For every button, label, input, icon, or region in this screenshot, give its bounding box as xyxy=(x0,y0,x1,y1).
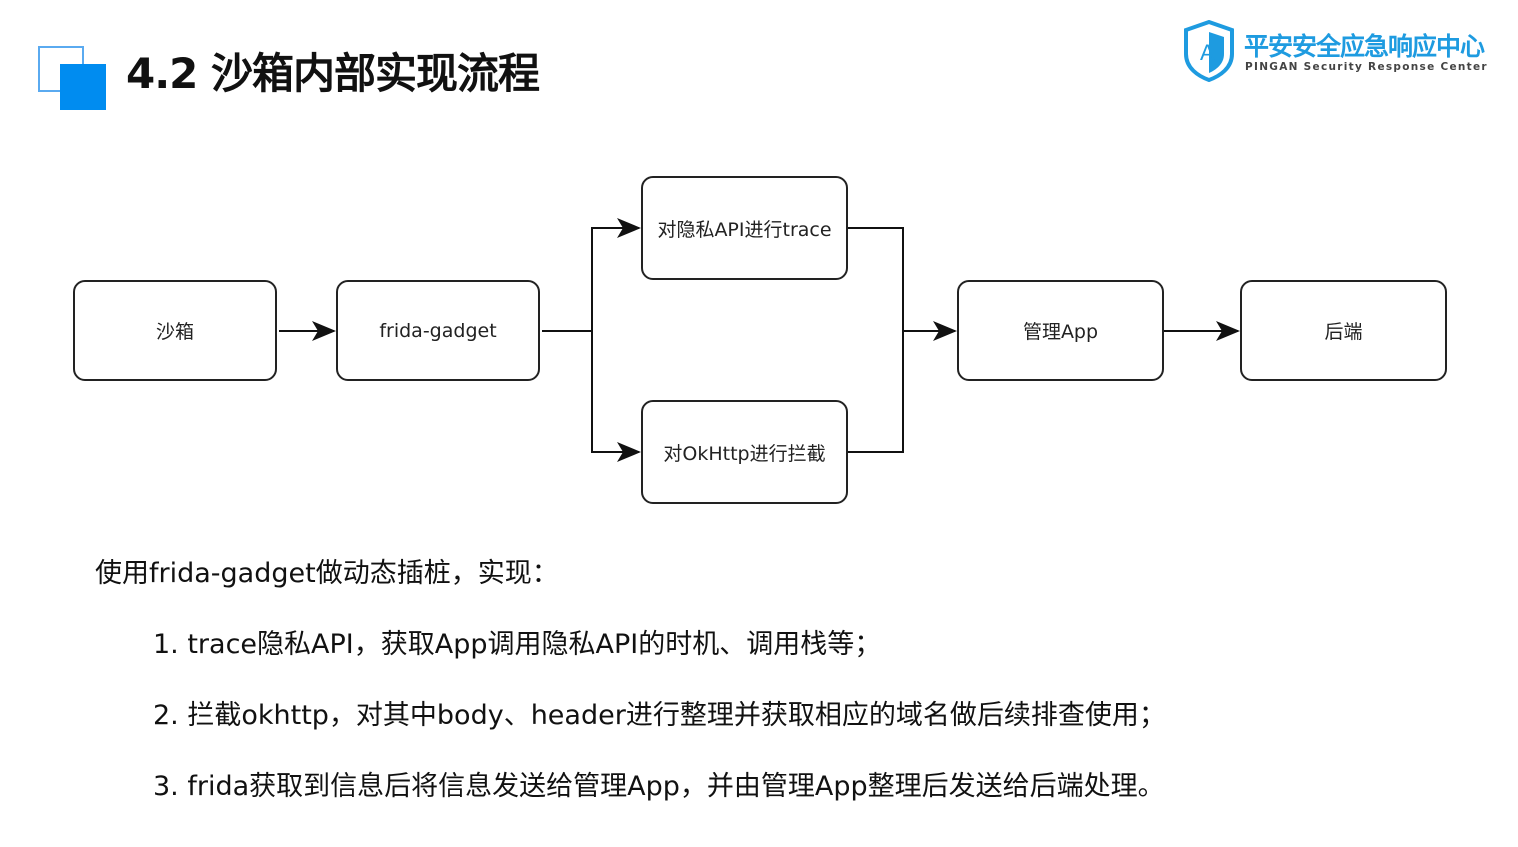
node-backend: 后端 xyxy=(1240,280,1447,381)
shield-logo-icon: A xyxy=(1184,20,1234,82)
connector-merge xyxy=(848,227,904,453)
list-item: 2. 拦截okhttp，对其中body、header进行整理并获取相应的域名做后… xyxy=(153,700,1166,731)
arrow-gadget-okhttp xyxy=(591,331,641,462)
arrow-gadget-trace xyxy=(542,218,641,332)
intro-text: 使用frida-gadget做动态插桩，实现： xyxy=(95,558,559,589)
logo-text-cn: 平安安全应急响应中心 xyxy=(1244,32,1485,61)
node-sandbox: 沙箱 xyxy=(73,280,277,381)
logo-text-en: PINGAN Security Response Center xyxy=(1245,61,1488,73)
list-item: 3. frida获取到信息后将信息发送给管理App，并由管理App整理后发送给后… xyxy=(153,771,1165,802)
list-item: 1. trace隐私API，获取App调用隐私API的时机、调用栈等； xyxy=(153,629,882,660)
node-frida-gadget: frida-gadget xyxy=(336,280,540,381)
node-okhttp: 对OkHttp进行拦截 xyxy=(641,400,848,504)
title-decoration-fill xyxy=(60,64,106,110)
node-manager-app: 管理App xyxy=(957,280,1164,381)
svg-text:A: A xyxy=(1200,40,1215,65)
node-trace-api: 对隐私API进行trace xyxy=(641,176,848,280)
page-title: 4.2 沙箱内部实现流程 xyxy=(126,49,540,98)
